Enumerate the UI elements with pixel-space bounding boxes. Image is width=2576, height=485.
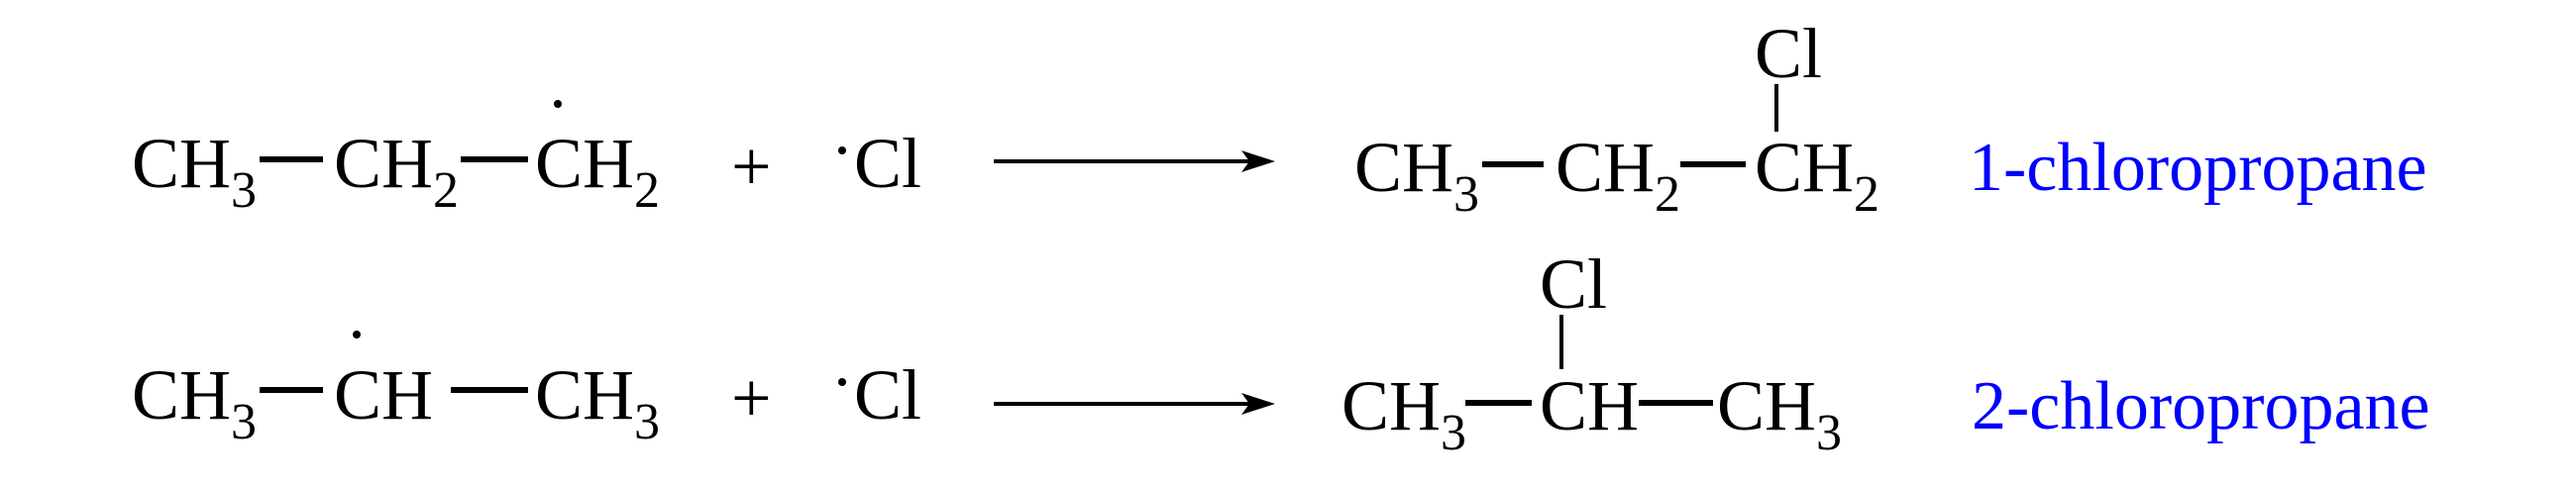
single-bond (260, 156, 323, 162)
atom-label: CH (334, 355, 434, 435)
product-1-chlorine: Cl (1755, 14, 1823, 93)
subscript: 3 (1816, 405, 1843, 461)
vertical-bond (1774, 84, 1778, 132)
product-name-2: 2-chloropropane (1972, 368, 2430, 444)
subscript: 2 (1854, 166, 1880, 223)
chlorine-radical: Cl (854, 124, 922, 203)
reactant-2-ch3-right: CH3 (535, 359, 660, 450)
product-1-ch2: CH2 (1556, 132, 1680, 223)
vertical-bond (1559, 315, 1563, 369)
reactant-1-ch3: CH3 (132, 128, 257, 219)
single-bond (461, 156, 528, 162)
single-bond (260, 387, 323, 393)
product-2-ch3-left: CH3 (1342, 370, 1466, 461)
atom-label: CH (132, 124, 232, 203)
subscript: 2 (1655, 166, 1681, 223)
atom-label: CH (1556, 128, 1656, 207)
radical-dot (554, 100, 562, 108)
product-1-ch3: CH3 (1354, 132, 1479, 223)
reaction-arrow (994, 393, 1275, 415)
plus-sign: + (731, 127, 772, 206)
chlorine-radical: Cl (854, 355, 922, 435)
atom-label: CH (535, 124, 635, 203)
reactant-2-ch3-left: CH3 (132, 359, 257, 450)
single-bond (1639, 400, 1713, 406)
radical-dot (838, 146, 846, 154)
plus-sign: + (731, 358, 772, 437)
single-bond (1465, 400, 1532, 406)
subscript: 3 (231, 394, 258, 450)
reaction-arrow (994, 150, 1275, 172)
radical-dot (838, 378, 846, 386)
reactant-1-ch2: CH2 (334, 128, 459, 219)
single-bond (451, 387, 528, 393)
product-2-ch: CH (1540, 370, 1639, 449)
atom-label: CH (1354, 128, 1454, 207)
subscript: 3 (231, 162, 258, 219)
subscript: 2 (634, 162, 661, 219)
atom-label: CH (334, 124, 434, 203)
product-2-ch3-right: CH3 (1717, 370, 1842, 461)
single-bond (1482, 161, 1544, 167)
reactant-2-ch-radical: CH (334, 359, 433, 438)
subscript: 3 (1453, 166, 1480, 223)
product-2-chlorine: Cl (1540, 244, 1608, 324)
subscript: 3 (634, 394, 661, 450)
atom-label: CH (535, 355, 635, 435)
reactant-1-ch2-radical: CH2 (535, 128, 660, 219)
radical-dot (353, 331, 361, 339)
single-bond (1680, 161, 1746, 167)
atom-label: CH (1717, 366, 1817, 445)
atom-label: CH (132, 355, 232, 435)
product-name-1: 1-chloropropane (1969, 130, 2427, 206)
atom-label: CH (1540, 366, 1640, 445)
subscript: 2 (433, 162, 460, 219)
atom-label: CH (1755, 128, 1855, 207)
product-1-ch2-cl: CH2 (1755, 132, 1879, 223)
atom-label: CH (1342, 366, 1442, 445)
subscript: 3 (1441, 405, 1467, 461)
